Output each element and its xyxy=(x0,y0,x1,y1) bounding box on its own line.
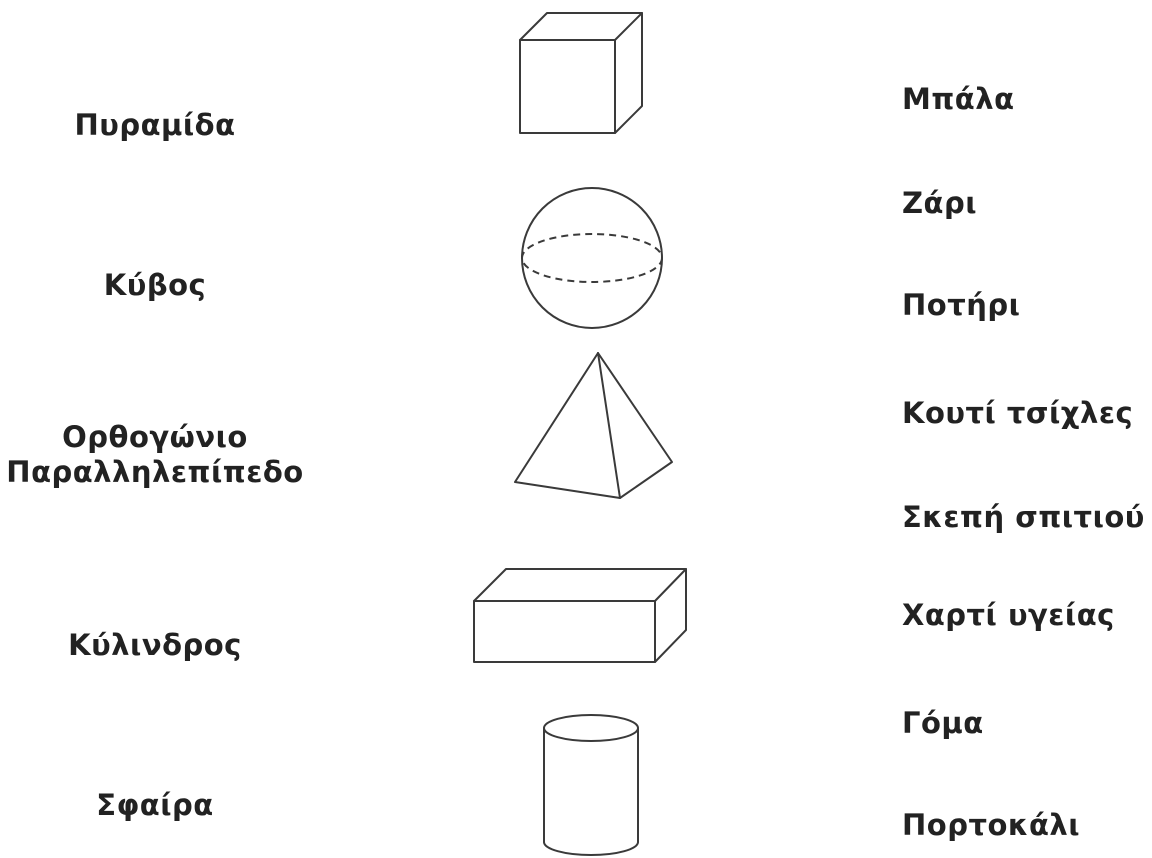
right-label-ball: Μπάλα xyxy=(902,82,1015,116)
left-label-cuboid-line1: Ορθογώνιο xyxy=(62,420,248,454)
left-label-pyramid: Πυραμίδα xyxy=(74,108,236,142)
left-label-cuboid-line2: Παραλληλεπίπεδο xyxy=(6,454,304,489)
cuboid-icon xyxy=(473,568,687,663)
sphere-icon xyxy=(521,187,663,329)
right-label-glass: Ποτήρι xyxy=(902,288,1021,322)
right-label-roof: Σκεπή σπιτιού xyxy=(902,500,1145,534)
right-label-orange: Πορτοκάλι xyxy=(902,808,1081,842)
right-label-eraser: Γόμα xyxy=(902,706,984,740)
cube-icon xyxy=(519,12,643,134)
right-label-dice: Ζάρι xyxy=(902,186,978,220)
right-label-gum-box: Κουτί τσίχλες xyxy=(902,396,1134,430)
left-label-cuboid: Ορθογώνιο Παραλληλεπίπεδο xyxy=(5,420,305,490)
pyramid-icon xyxy=(514,352,673,499)
cylinder-icon xyxy=(543,714,639,856)
left-label-cube: Κύβος xyxy=(103,268,207,302)
left-label-sphere: Σφαίρα xyxy=(96,788,214,822)
left-label-cylinder: Κύλινδρος xyxy=(68,628,242,662)
right-label-toilet-paper: Χαρτί υγείας xyxy=(902,598,1115,632)
